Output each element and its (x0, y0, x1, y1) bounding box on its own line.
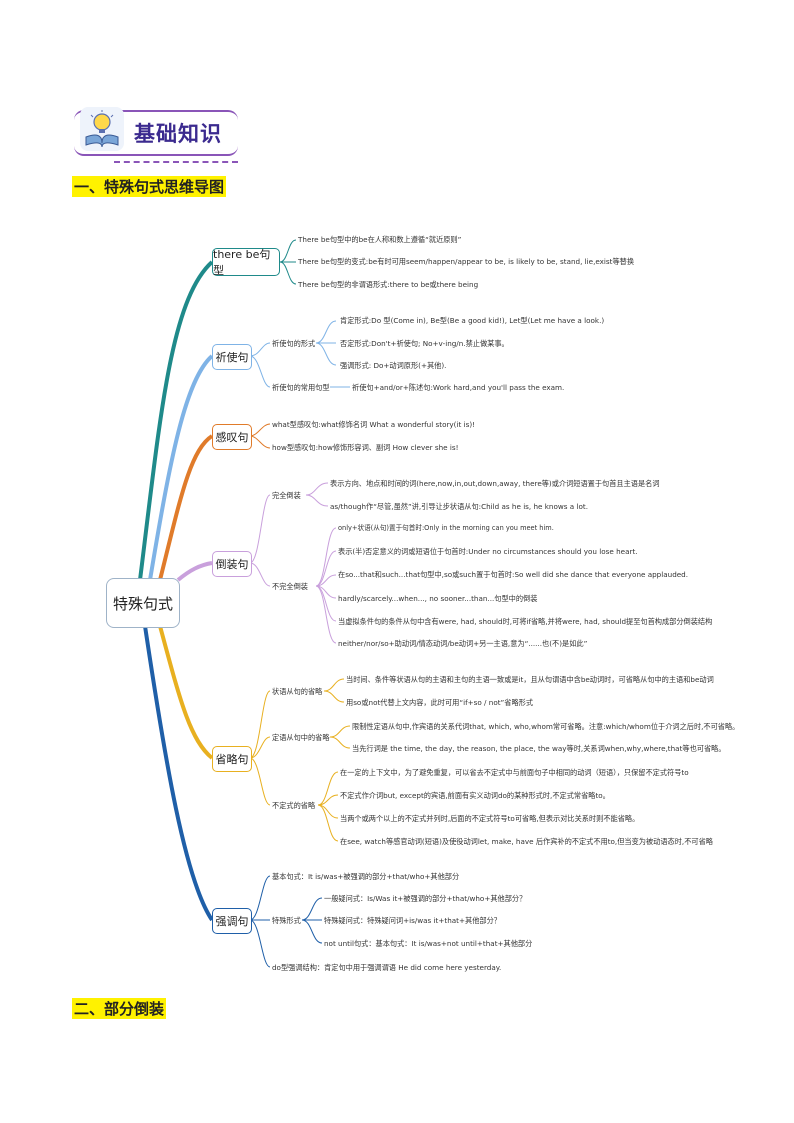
exclamatory-item: what型感叹句:what修饰名词 What a wonderful story… (272, 420, 476, 429)
ellipsis-item: 用so或not代替上文内容，此时可用“if+so / not”省略形式 (346, 698, 534, 707)
imperative-item: 强调形式: Do+动词原形(+其他). (340, 361, 447, 370)
sub-node-label: 不定式的省略 (272, 801, 316, 810)
inversion-item: hardly/scarcely...when..., no sooner...t… (338, 594, 538, 603)
branch-emphasis: 强调句 (212, 908, 252, 934)
sub-node-label: 状语从句的省略 (272, 687, 323, 696)
section-header-box (74, 110, 238, 163)
emphasis-item: do型强调结构：肯定句中用于强调谓语 He did come here yest… (272, 963, 502, 972)
inversion-item: 表示方向、地点和时间的词(here,now,in,out,down,away, … (330, 479, 660, 488)
inversion-item: 当虚拟条件句的条件从句中含有were, had, should时,可将if省略,… (338, 617, 713, 626)
branch-imperative: 祈使句 (212, 344, 252, 370)
sub-node-label: 祈使句的常用句型 (272, 383, 330, 392)
imperative-item: 祈使句+and/or+陈述句:Work hard,and you'll pass… (352, 383, 565, 392)
ellipsis-item: 在一定的上下文中，为了避免重复，可以省去不定式中与前面句子中相同的动词（短语），… (340, 768, 689, 777)
page-title: 基础知识 (134, 122, 222, 146)
branch-inversion: 倒装句 (212, 551, 252, 577)
sub-node-label: 特殊形式 (272, 916, 301, 925)
emphasis-item: 基本句式：It is/was+被强调的部分+that/who+其他部分 (272, 872, 460, 881)
ellipsis-item: 在see, watch等感官动词(短语)及使役动词let, make, have… (340, 837, 713, 846)
sub-node-label: 祈使句的形式 (272, 339, 316, 348)
sub-node-label: 不完全倒装 (272, 582, 308, 591)
inversion-item: 在so...that和such...that句型中,so或such置于句首时:S… (338, 570, 689, 579)
section-heading-1: 一、特殊句式思维导图 (72, 176, 227, 197)
ellipsis-item: 当两个或两个以上的不定式并列时,后面的不定式符号to可省略,但表示对比关系时则不… (340, 814, 640, 823)
branch-exclamatory: 感叹句 (212, 424, 252, 450)
section-heading-2: 二、部分倒装 (72, 998, 167, 1019)
ellipsis-item: 当时间、条件等状语从句的主语和主句的主语一致或是it，且从句谓语中含be动词时，… (346, 675, 714, 684)
sub-node-label: 完全倒装 (272, 491, 301, 500)
there-be-item: There be句型的非谓语形式:there to be或there being (298, 280, 479, 289)
mindmap-root: 特殊句式 (106, 578, 180, 628)
inversion-item: as/though作“尽管,虽然”讲,引导让步状语从句:Child as he … (330, 502, 588, 511)
branch-ellipsis: 省略句 (212, 746, 252, 772)
imperative-item: 肯定形式:Do 型(Come in), Be型(Be a good kid!),… (340, 316, 605, 325)
imperative-item: 否定形式:Don't+祈使句; No+v-ing/n.禁止做某事。 (340, 339, 509, 348)
ellipsis-item: 当先行词是 the time, the day, the reason, the… (352, 744, 726, 753)
ellipsis-item: 不定式作介词but, except的宾语,前面有实义动词do的某种形式时,不定式… (340, 791, 610, 800)
inversion-item: 表示(半)否定意义的词或短语位于句首时:Under no circumstanc… (338, 547, 638, 556)
lightbulb-book-icon (80, 107, 124, 151)
sub-node-label: 定语从句中的省略 (272, 733, 330, 742)
exclamatory-item: how型感叹句:how修饰形容词、副词 How clever she is! (272, 443, 459, 452)
ellipsis-item: 限制性定语从句中,作宾语的关系代词that, which, who,whom常可… (352, 722, 740, 731)
emphasis-item: 特殊疑问式：特殊疑问词+is/was it+that+其他部分？ (324, 916, 501, 925)
emphasis-item: 一般疑问式：Is/Was it+被强调的部分+that/who+其他部分？ (324, 894, 527, 903)
inversion-item: only+状语(从句)置于句首时:Only in the morning can… (338, 524, 554, 532)
there-be-item: There be句型中的be在人称和数上遵循“就近原则” (298, 235, 462, 244)
inversion-item: neither/nor/so+助动词/情态动词/be动词+另一主语,意为“...… (338, 639, 588, 648)
branch-there-be: there be句型 (212, 248, 280, 277)
emphasis-item: not until句式：基本句式：It is/was+not until+tha… (324, 939, 533, 948)
there-be-item: There be句型的变式:be有时可用seem/happen/appear t… (298, 257, 635, 266)
